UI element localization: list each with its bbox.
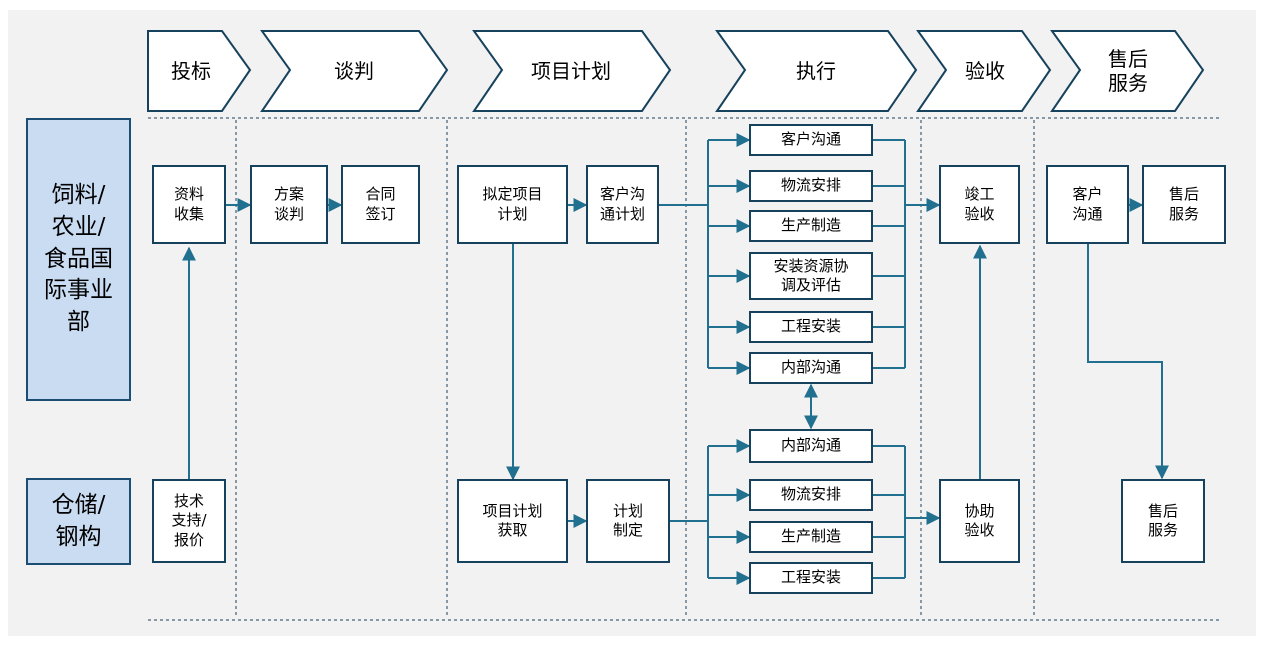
chevron-negotiation: [260, 30, 449, 112]
box-data-collection: 资料 收集: [152, 165, 226, 244]
box-after-sales-service-top: 售后 服务: [1142, 165, 1226, 244]
exec-top-internal-communication: 内部沟通: [749, 352, 873, 384]
dashed-dividers: [148, 117, 1222, 621]
chevron-project-plan: [472, 30, 672, 112]
box-after-sales-service-bottom: 售后 服务: [1121, 479, 1205, 563]
box-client-communication-plan: 客户沟 通计划: [586, 165, 659, 244]
phase-chevrons: [147, 30, 1205, 112]
exec-top-installation: 工程安装: [749, 311, 873, 343]
box-assist-acceptance: 协助 验收: [939, 479, 1020, 563]
box-tech-support-quote: 技术 支持/ 报价: [152, 479, 226, 563]
department-feed-agri-food: 饲料/ 农业/ 食品国 际事业 部: [26, 118, 131, 401]
phase-label-after-sales: 售后 服务: [1108, 47, 1148, 95]
box-draft-project-plan: 拟定项目 计划: [457, 165, 568, 244]
exec-bottom-manufacturing: 生产制造: [749, 521, 873, 553]
exec-top-client-communication: 客户沟通: [749, 124, 873, 156]
exec-bottom-internal-communication: 内部沟通: [749, 429, 873, 463]
department-storage-steel: 仓储/ 钢构: [26, 478, 131, 565]
flow-arrows: [182, 133, 1169, 585]
chevron-execution: [715, 30, 918, 112]
box-scheme-negotiation: 方案 谈判: [250, 165, 328, 244]
box-plan-formulation: 计划 制定: [586, 479, 670, 563]
chevron-bidding: [147, 30, 252, 112]
phase-label-negotiation: 谈判: [334, 59, 374, 83]
phase-label-execution: 执行: [796, 59, 836, 83]
phase-label-project-plan: 项目计划: [531, 59, 611, 83]
phase-label-acceptance: 验收: [965, 59, 1005, 83]
box-contract-signing: 合同 签订: [341, 165, 420, 244]
box-client-communication: 客户 沟通: [1046, 165, 1129, 244]
box-completion-acceptance: 竣工 验收: [939, 165, 1020, 244]
exec-bottom-logistics: 物流安排: [749, 479, 873, 511]
chevron-after-sales: [1050, 30, 1205, 112]
chevron-acceptance: [916, 30, 1052, 112]
exec-top-manufacturing: 生产制造: [749, 210, 873, 242]
box-obtain-project-plan: 项目计划 获取: [457, 479, 568, 563]
exec-top-install-resource-coordination: 安装资源协 调及评估: [749, 252, 873, 300]
exec-top-logistics: 物流安排: [749, 170, 873, 202]
exec-bottom-installation: 工程安装: [749, 562, 873, 594]
phase-label-bidding: 投标: [171, 59, 211, 83]
